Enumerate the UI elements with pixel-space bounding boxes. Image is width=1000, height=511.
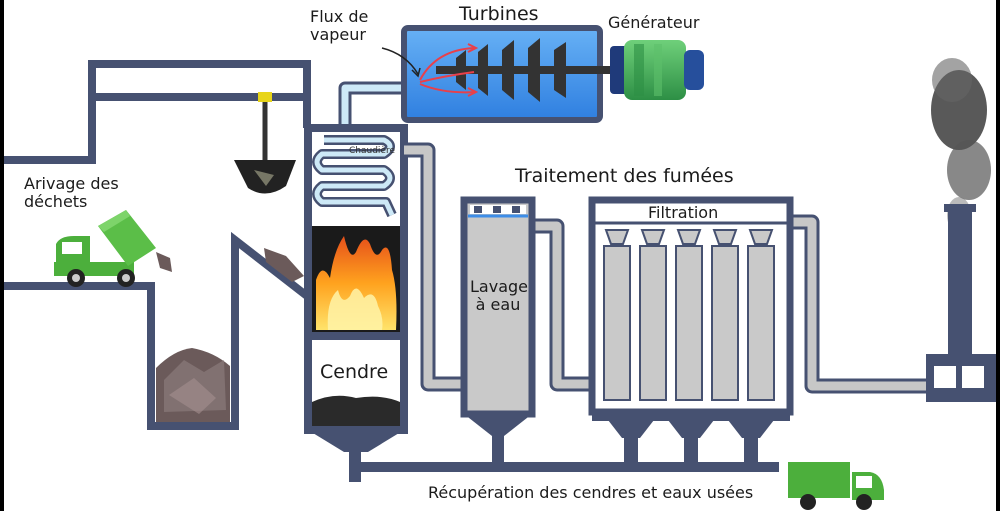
- recovery-label: Récupération des cendres et eaux usées: [428, 483, 754, 502]
- waste-pile: [156, 348, 230, 422]
- water-wash-label: Lavage à eau: [470, 277, 528, 314]
- chute-waste: [264, 248, 304, 282]
- garbage-truck-icon: [54, 210, 172, 287]
- filtration-unit: [588, 196, 794, 462]
- ash-label: Cendre: [320, 361, 389, 383]
- chimney-icon: [926, 204, 996, 402]
- fire-icon: [316, 236, 397, 330]
- filtration-label: Filtration: [648, 203, 719, 222]
- steam-pipe: [338, 81, 404, 128]
- diagram-canvas: [4, 25, 996, 510]
- ash-truck-icon: [788, 462, 884, 510]
- waste-arrival-label: Arivage des déchets: [24, 174, 119, 211]
- steam-flow-label: Flux de vapeur: [310, 7, 369, 44]
- collection-pipe: [349, 462, 779, 472]
- water-scrubber: [460, 196, 536, 462]
- waste-bunker: [4, 60, 311, 430]
- generator-icon: [610, 40, 704, 100]
- steam-arrow: [381, 47, 419, 75]
- flue-gas-pipes: [404, 142, 932, 394]
- flue-treatment-label: Traitement des fumées: [515, 165, 734, 187]
- turbines-label: Turbines: [459, 3, 539, 25]
- incineration-diagram: Flux de vapeur Turbines Générateur Ariva…: [4, 0, 996, 511]
- filter-bag-icon: [603, 229, 775, 401]
- boiler-label: Chaudière: [349, 146, 395, 156]
- generator-label: Générateur: [608, 13, 700, 32]
- grab-crane-icon: [234, 92, 296, 194]
- turbine-icon: [401, 25, 642, 123]
